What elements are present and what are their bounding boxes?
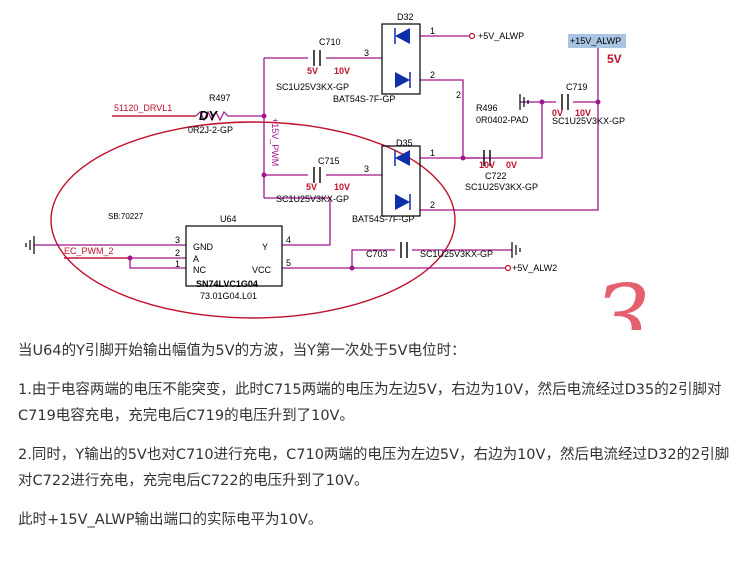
c722-left-volt: 10V	[479, 160, 495, 170]
c719-left-volt: 0V	[552, 108, 563, 118]
r496-part: 0R0402-PAD	[476, 115, 529, 125]
d32-pin2: 2	[430, 70, 435, 80]
c710-right-volt: 10V	[334, 66, 350, 76]
diode-d32	[381, 23, 421, 95]
r497-mark: DY	[199, 108, 218, 123]
d32-part: BAT54S-7F-GP	[333, 94, 395, 104]
c715-left-volt: 5V	[306, 182, 317, 192]
ground-symbols	[25, 94, 529, 258]
r496-ref: R496	[476, 103, 498, 113]
capacitor-plates	[313, 50, 569, 258]
c722-part: SC1U25V3KX-GP	[465, 182, 538, 192]
u64-num5: 5	[286, 258, 291, 268]
r497-ref: R497	[209, 93, 231, 103]
u64-num3: 3	[175, 235, 180, 245]
u64-pin-gnd: GND	[193, 242, 214, 252]
net-15v-alwp: +15V_ALWP	[570, 36, 621, 46]
u64-num2: 2	[175, 248, 180, 258]
u64-pin-nc: NC	[193, 265, 206, 275]
c719-ref: C719	[566, 82, 588, 92]
c710-ref: C710	[319, 37, 341, 47]
net-alw2: +5V_ALW2	[512, 263, 557, 273]
paragraph-step2: 2.同时，Y输出的5V也对C710进行充电，C710两端的电压为左边5V，右边为…	[18, 447, 730, 489]
u64-pin-y: Y	[262, 242, 268, 252]
c719-part: SC1U25V3KX-GP	[552, 116, 625, 126]
u64-pin-vcc: VCC	[252, 265, 272, 275]
d35-ref: D35	[396, 138, 413, 148]
c710-part: SC1U25V3KX-GP	[276, 82, 349, 92]
u64-part: SN74LVC1G04	[196, 279, 258, 289]
paragraph-intro: 当U64的Y引脚开始输出幅值为5V的方波，当Y第一次处于5V电位时：	[18, 343, 466, 359]
net-drvl: 51120_DRVL1	[114, 103, 172, 113]
u64-num4: 4	[286, 235, 291, 245]
c703-part: SC1U25V3KX-GP	[420, 249, 493, 259]
c715-right-volt: 10V	[334, 182, 350, 192]
net-alwp-out: +5V_ALWP	[478, 31, 524, 41]
c722-right-volt: 0V	[506, 160, 517, 170]
c715-ref: C715	[318, 156, 340, 166]
net-pwm: +15V_PWM	[270, 118, 280, 166]
handwritten-number: 3	[592, 265, 651, 330]
c722-ref: C722	[485, 171, 507, 181]
article-text: 当U64的Y引脚开始输出幅值为5V的方波，当Y第一次处于5V电位时： 1.由于电…	[18, 338, 742, 546]
u64-num1: 1	[175, 259, 180, 269]
r496-pin2: 2	[456, 90, 461, 100]
u64-box	[185, 225, 283, 287]
u64-pin-a: A	[193, 254, 199, 264]
c710-left-volt: 5V	[307, 66, 318, 76]
d32-ref: D32	[397, 12, 414, 22]
u64-ref: U64	[220, 214, 237, 224]
c719-right-volt: 10V	[575, 108, 591, 118]
c715-part: SC1U25V3KX-GP	[276, 194, 349, 204]
d35-pin3: 3	[364, 164, 369, 174]
paragraph-step1: 1.由于电容两端的电压不能突变，此时C715两端的电压为左边5V，右边为10V，…	[18, 382, 722, 424]
paragraph-conclusion: 此时+15V_ALWP输出端口的实际电平为10V。	[18, 512, 323, 528]
wires	[34, 35, 599, 269]
net-ec-pwm: EC_PWM_2	[64, 246, 114, 256]
c703-ref: C703	[366, 249, 388, 259]
circuit-schematic: 51120_DRVL1 R497 DY 0R2J-2-GP +15V_PWM C…	[25, 12, 651, 330]
alwp-volt: 5V	[607, 52, 622, 66]
u64-part2: 73.01G04.L01	[200, 291, 257, 301]
r497-part: 0R2J-2-GP	[188, 125, 233, 135]
d32-pin1: 1	[430, 26, 435, 36]
highlight-ellipse	[50, 121, 456, 319]
sb-label: SB:70227	[108, 212, 144, 221]
d35-pin2: 2	[430, 200, 435, 210]
d32-pin3: 3	[364, 48, 369, 58]
diode-d35	[381, 145, 421, 217]
resistor-r497	[195, 110, 238, 122]
d35-pin1: 1	[430, 148, 435, 158]
d35-part: BAT54S-7F-GP	[352, 214, 414, 224]
